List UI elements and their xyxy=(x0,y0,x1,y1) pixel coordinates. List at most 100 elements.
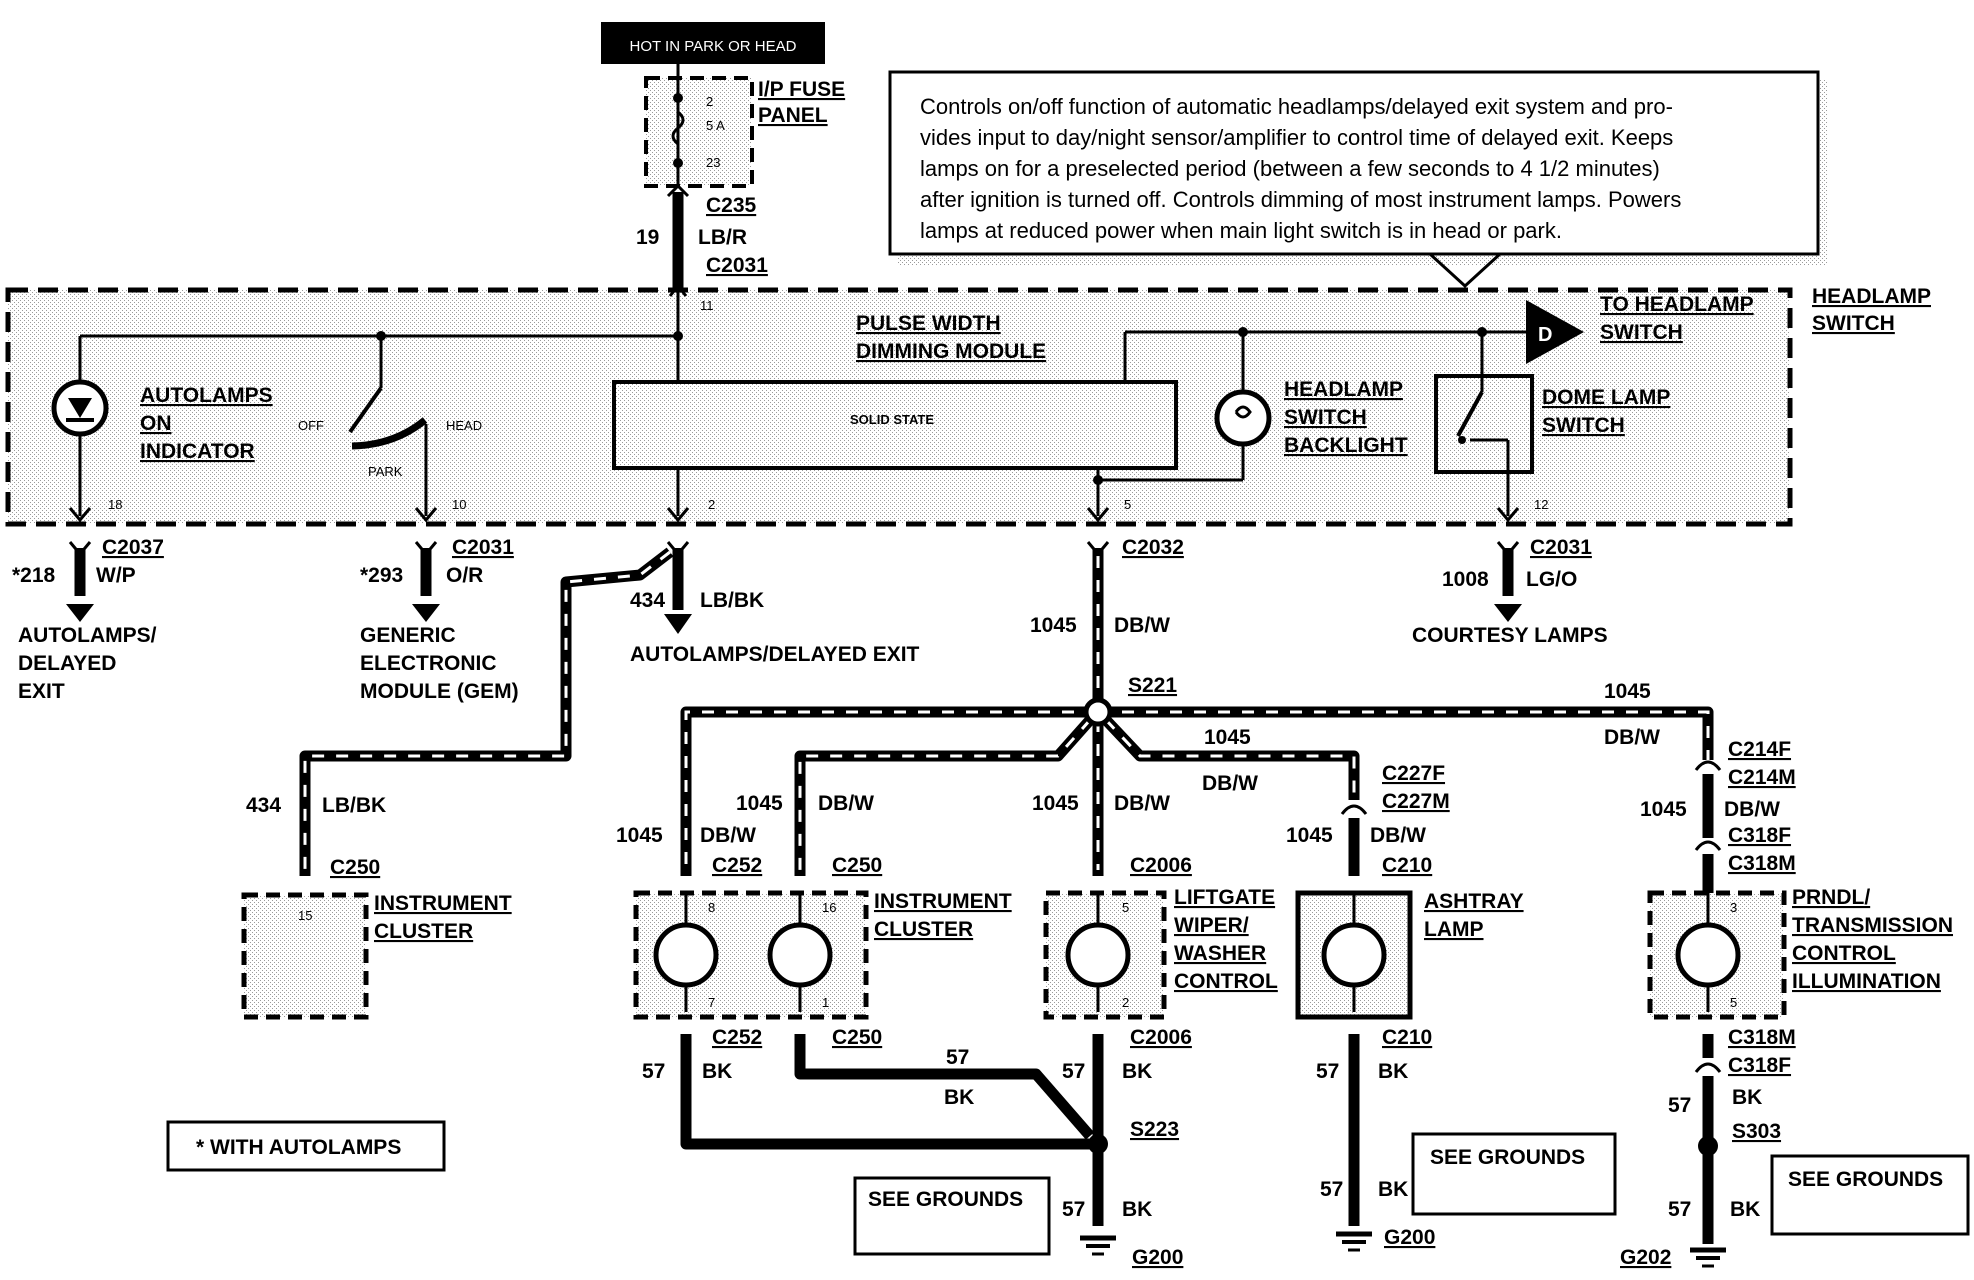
ashtray-color-top: DB/W xyxy=(1202,772,1258,795)
g200-circuit: 57 xyxy=(1062,1198,1085,1221)
prndl-title-2: TRANSMISSION xyxy=(1792,914,1953,937)
feed-circuit: 19 xyxy=(636,226,659,249)
description-box xyxy=(888,70,1820,256)
out-a-circuit: *218 xyxy=(12,564,56,587)
instrument-cluster-left xyxy=(241,892,369,1020)
prndl-bulb xyxy=(1675,922,1741,988)
out-d-connector: C2032 xyxy=(1122,536,1184,559)
ashtray-circuit-top: 1045 xyxy=(1204,726,1251,749)
d-connector-icon xyxy=(1526,300,1584,364)
out-b-dest-3: MODULE (GEM) xyxy=(360,680,519,703)
d-letter: D xyxy=(1538,324,1552,346)
liftgate-connector: C2006 xyxy=(1130,854,1192,877)
see-grounds-box-2 xyxy=(1411,1132,1617,1216)
module-title-2: DIMMING MODULE xyxy=(856,340,1046,363)
gnd-prndl-color: BK xyxy=(1732,1086,1762,1109)
ground-symbol-c210 xyxy=(1336,1231,1372,1252)
gnd-c210-circuit: 57 xyxy=(1316,1060,1339,1083)
dome-lamp-switch-box xyxy=(1434,374,1534,474)
backlight-label-3: BACKLIGHT xyxy=(1284,434,1408,457)
prndl-pin-out: 5 xyxy=(1730,995,1737,1010)
backlight-label-1: HEADLAMP xyxy=(1284,378,1403,401)
s303-label: S303 xyxy=(1732,1120,1781,1143)
liftgate-color: DB/W xyxy=(1114,792,1170,815)
off-park-head-switch xyxy=(348,386,383,434)
prndl-title-3: CONTROL xyxy=(1792,942,1896,965)
g202-label: G202 xyxy=(1620,1246,1671,1269)
cl-left-title-1: INSTRUMENT xyxy=(374,892,512,915)
prndl-title-4: ILLUMINATION xyxy=(1792,970,1941,993)
liftgate-bulb xyxy=(1065,922,1131,988)
gnd-c252-connector: C252 xyxy=(712,1026,762,1049)
pin-18: 18 xyxy=(108,497,122,512)
gnd-c2006-color: BK xyxy=(1122,1060,1152,1083)
gnd-c210-color: BK xyxy=(1378,1060,1408,1083)
hot-label-box xyxy=(601,22,825,64)
see-grounds-box-1 xyxy=(853,1176,1051,1256)
prndl-circuit-top: 1045 xyxy=(1604,680,1651,703)
see-grounds-2: SEE GROUNDS xyxy=(1430,1146,1585,1169)
dome-label-2: SWITCH xyxy=(1542,414,1625,437)
feed-pin: 11 xyxy=(700,298,714,313)
liftgate-pin-in: 5 xyxy=(1122,900,1129,915)
splice-s221 xyxy=(1083,697,1113,727)
dome-label-1: DOME LAMP xyxy=(1542,386,1670,409)
liftgate-title-3: WASHER xyxy=(1174,942,1266,965)
out-a-dest-1: AUTOLAMPS/ xyxy=(18,624,157,647)
autolamps-label-1: AUTOLAMPS xyxy=(140,384,273,407)
prndl-title-1: PRNDL/ xyxy=(1792,886,1870,909)
solid-state-module xyxy=(612,380,1178,470)
solid-state-label: SOLID STATE xyxy=(850,412,934,427)
prndl-circuit: 1045 xyxy=(1640,798,1687,821)
ashtray-title-2: LAMP xyxy=(1424,918,1484,941)
gnd-c210-connector: C210 xyxy=(1382,1026,1432,1049)
prndl-connector-d: C318M xyxy=(1728,852,1796,875)
see-grounds-box-3 xyxy=(1770,1154,1970,1236)
backlight-label-2: SWITCH xyxy=(1284,406,1367,429)
hot-label: HOT IN PARK OR HEAD xyxy=(630,38,797,55)
out-d-circuit: 1045 xyxy=(1030,614,1077,637)
out-d-color: DB/W xyxy=(1114,614,1170,637)
gnd-c2006-circuit: 57 xyxy=(1062,1060,1085,1083)
out-a-dest-3: EXIT xyxy=(18,680,65,703)
s223-label: S223 xyxy=(1130,1118,1179,1141)
c252-color: DB/W xyxy=(700,824,756,847)
out-e-dest: COURTESY LAMPS xyxy=(1412,624,1608,647)
ashtray-connector: C210 xyxy=(1382,854,1432,877)
to-headlamp-2: SWITCH xyxy=(1600,321,1683,344)
switch-park: PARK xyxy=(368,464,403,479)
c252-pin-in: 8 xyxy=(708,900,715,915)
ashtray-connector-a: C227F xyxy=(1382,762,1445,785)
gnd-prndl-circuit2: 57 xyxy=(1668,1198,1691,1221)
liftgate-title-2: WIPER/ xyxy=(1174,914,1249,937)
cluster-bulb-2 xyxy=(767,922,833,988)
feed-color: LB/R xyxy=(698,226,747,249)
gnd-c250-connector: C250 xyxy=(832,1026,882,1049)
out-e-connector: C2031 xyxy=(1530,536,1592,559)
gnd-c250-color: BK xyxy=(944,1086,974,1109)
description-text: Controls on/off function of automatic he… xyxy=(920,94,1687,243)
ashtray-circuit: 1045 xyxy=(1286,824,1333,847)
c250-color: DB/W xyxy=(818,792,874,815)
out-a-connector: C2037 xyxy=(102,536,164,559)
c252-pin-out: 7 xyxy=(708,995,715,1010)
liftgate-title-1: LIFTGATE xyxy=(1174,886,1275,909)
ashtray-title-1: ASHTRAY xyxy=(1424,890,1524,913)
out-c-dest: AUTOLAMPS/DELAYED EXIT xyxy=(630,643,920,666)
c250-circuit: 1045 xyxy=(736,792,783,815)
c250-pin-out: 1 xyxy=(822,995,829,1010)
switch-head: HEAD xyxy=(446,418,482,433)
gnd-c250-circuit: 57 xyxy=(946,1046,969,1069)
c250-pin-in: 16 xyxy=(822,900,836,915)
cluster-right-title-2: CLUSTER xyxy=(874,918,973,941)
fuse-symbol xyxy=(671,110,685,146)
out-a-color: W/P xyxy=(96,564,136,587)
autolamps-label-3: INDICATOR xyxy=(140,440,255,463)
g200-color: BK xyxy=(1122,1198,1152,1221)
out-e-circuit: 1008 xyxy=(1442,568,1489,591)
gnd-c210-ground: G200 xyxy=(1384,1226,1435,1249)
c252-connector: C252 xyxy=(712,854,762,877)
cluster-bulb-1 xyxy=(653,922,719,988)
gnd-prndl-connector-a: C318M xyxy=(1728,1026,1796,1049)
